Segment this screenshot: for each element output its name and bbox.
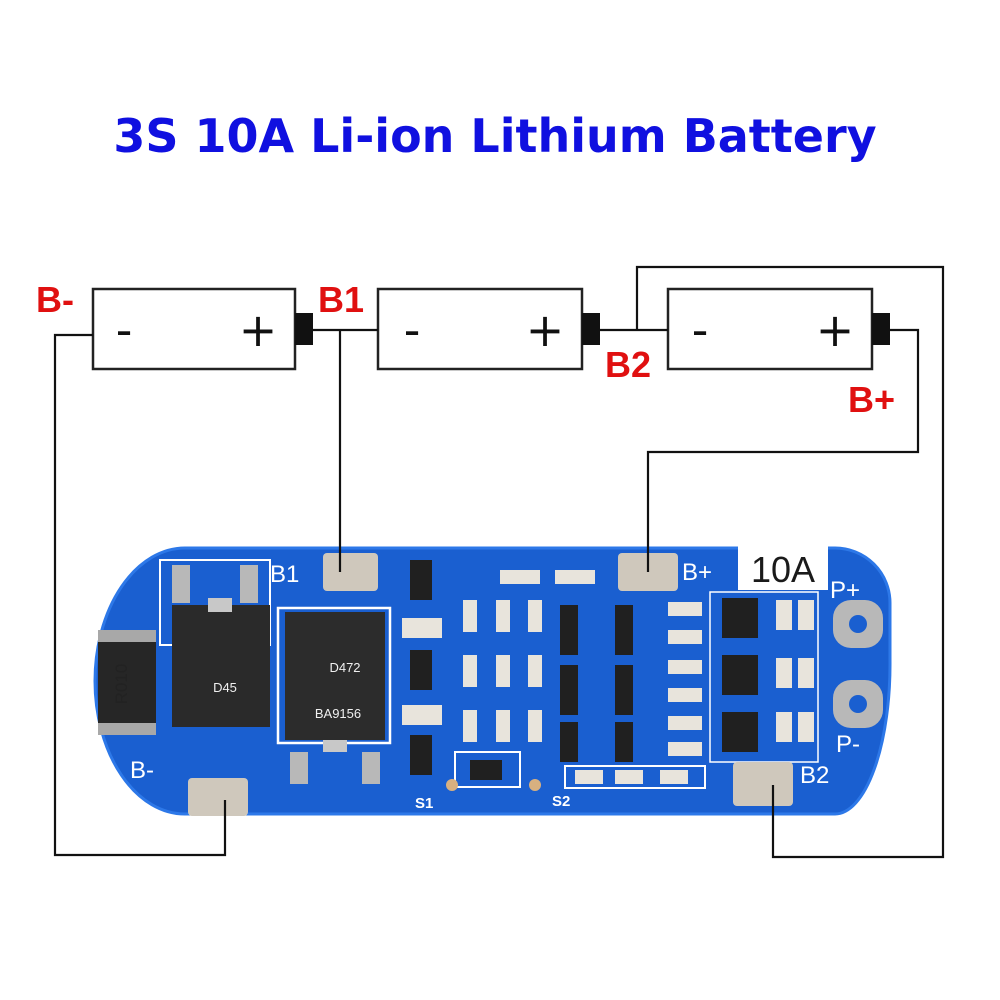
shunt-resistor-label: R010 xyxy=(112,664,131,705)
label-b2: B2 xyxy=(605,344,651,385)
label-b1: B1 xyxy=(318,279,364,320)
cell-3-negative-sign: - xyxy=(692,303,709,357)
current-rating-badge xyxy=(738,546,828,590)
cell-2-negative-sign: - xyxy=(404,303,421,357)
battery-cell-1: - + xyxy=(91,287,313,371)
battery-cell-3: - + xyxy=(666,287,890,371)
protection-board: R010 D45 D472 BA9156 xyxy=(93,546,892,816)
current-rating-text: 10A xyxy=(751,549,815,590)
wire-b2 xyxy=(635,265,945,859)
mosfet-1 xyxy=(172,605,270,727)
board-label-p-plus: P+ xyxy=(830,577,860,604)
cell-1-negative-sign: - xyxy=(116,303,133,357)
board-label-b-plus: B+ xyxy=(682,559,712,586)
cell-2-positive-sign: + xyxy=(526,303,565,357)
label-b-plus: B+ xyxy=(848,379,895,420)
mosfet-2-marking-2: BA9156 xyxy=(315,706,361,721)
mosfet-2 xyxy=(285,612,385,740)
diagram-title: 3S 10A Li-ion Lithium Battery xyxy=(113,109,876,163)
cell-1-positive-sign: + xyxy=(239,303,278,357)
board-label-s1: S1 xyxy=(415,795,433,812)
board-label-p-minus: P- xyxy=(836,731,860,758)
cell-3-positive-sign: + xyxy=(816,303,855,357)
pad-b2 xyxy=(733,762,793,806)
pad-b1 xyxy=(323,553,378,591)
wire-b-plus xyxy=(646,328,920,572)
wire-b-minus xyxy=(53,333,227,857)
board-label-b2: B2 xyxy=(800,762,829,789)
label-b-minus: B- xyxy=(36,279,74,320)
battery-cell-2: - + xyxy=(376,287,600,371)
mosfet-2-marking-1: D472 xyxy=(329,660,360,675)
board-label-b-minus: B- xyxy=(130,757,154,784)
board-label-b1: B1 xyxy=(270,561,299,588)
cell-3-positive-terminal xyxy=(872,313,890,345)
pad-b-minus xyxy=(188,778,248,816)
mosfet-1-marking: D45 xyxy=(213,680,237,695)
board-label-s2: S2 xyxy=(552,793,570,810)
cell-2-positive-terminal xyxy=(582,313,600,345)
cell-1-positive-terminal xyxy=(295,313,313,345)
